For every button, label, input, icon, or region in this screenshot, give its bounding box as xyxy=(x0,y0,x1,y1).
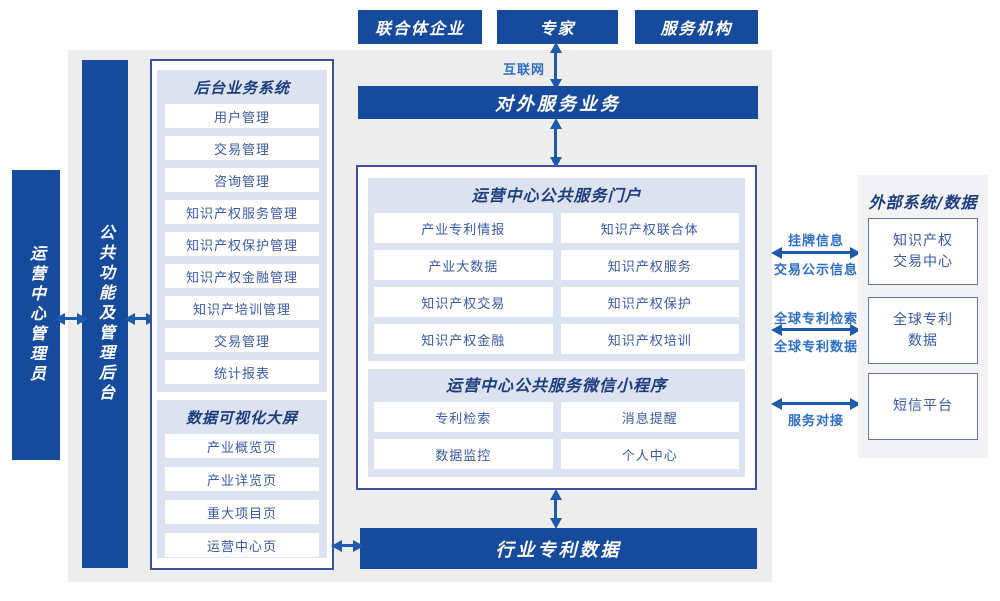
arrow-admin-management-icon xyxy=(64,317,78,320)
miniprogram-title: 运营中心公共服务微信小程序 xyxy=(445,376,667,395)
link-label-trade-publicity: 交易公示信息 xyxy=(773,263,858,278)
link-label-global-data: 全球专利数据 xyxy=(773,340,858,355)
external-systems-title: 外部系统/数据 xyxy=(868,193,978,212)
external-systems-panel: 外部系统/数据 知识产权 交易中心 全球专利 数据 短信平台 xyxy=(858,175,988,458)
data-visualization-section: 数据可视化大屏 产业概览页 产业详览页 重大项目页 运营中心页 xyxy=(157,400,327,558)
industry-data-bar: 行业专利数据 xyxy=(360,528,757,569)
miniprogram-item: 专利检索 xyxy=(374,402,553,432)
link-label-listing-info: 挂牌信息 xyxy=(787,234,844,249)
backend-item: 知识产权保护管理 xyxy=(165,232,319,256)
backend-item: 交易管理 xyxy=(165,328,319,352)
dashboard-item: 产业详览页 xyxy=(165,467,319,491)
miniprogram-item: 消息提醒 xyxy=(560,402,739,432)
admin-vertical-bar: 运营中心管理员 xyxy=(12,170,60,460)
portal-item: 知识产权服务 xyxy=(560,250,739,280)
management-vertical-bar: 公共功能及管理后台 xyxy=(82,60,128,568)
data-visualization-list: 产业概览页 产业详览页 重大项目页 运营中心页 xyxy=(157,434,327,557)
miniprogram-item: 个人中心 xyxy=(560,439,739,469)
backend-item: 交易管理 xyxy=(165,136,319,160)
link-label-service-connect: 服务对接 xyxy=(787,414,844,429)
backend-system-title: 后台业务系统 xyxy=(193,79,290,97)
arrow-portal-to-industry-icon xyxy=(554,499,557,519)
arrow-internet-icon xyxy=(554,52,557,80)
link-label-global-search: 全球专利检索 xyxy=(773,312,858,327)
external-service-bar: 对外服务业务 xyxy=(358,86,758,119)
portal-item: 知识产权交易 xyxy=(374,287,553,317)
backend-system-list: 用户管理 交易管理 咨询管理 知识产权服务管理 知识产权保护管理 知识产权金融管… xyxy=(157,104,327,384)
portal-item: 产业专利情报 xyxy=(374,213,553,243)
miniprogram-item: 数据监控 xyxy=(374,439,553,469)
dashboard-item: 运营中心页 xyxy=(165,533,319,557)
portal-item: 知识产权金融 xyxy=(374,324,553,354)
portal-item: 产业大数据 xyxy=(374,250,553,280)
external-system-trade-center: 知识产权 交易中心 xyxy=(868,218,978,285)
arrow-management-backend-icon xyxy=(134,317,147,320)
arrow-trade-center-icon xyxy=(781,251,851,254)
backend-item: 知识产权服务管理 xyxy=(165,200,319,224)
external-system-sms: 短信平台 xyxy=(868,373,978,440)
portal-grid: 产业专利情报 知识产权联合体 产业大数据 知识产权服务 知识产权交易 知识产权保… xyxy=(368,213,745,354)
miniprogram-section: 运营中心公共服务微信小程序 专利检索 消息提醒 数据监控 个人中心 xyxy=(368,369,745,477)
portal-item: 知识产权培训 xyxy=(560,324,739,354)
backend-item: 知识产权金融管理 xyxy=(165,264,319,288)
backend-system-section: 后台业务系统 用户管理 交易管理 咨询管理 知识产权服务管理 知识产权保护管理 … xyxy=(157,70,327,392)
actor-box-expert: 专家 xyxy=(497,10,618,44)
arrow-service-to-portal-icon xyxy=(554,128,557,158)
internet-label: 互联网 xyxy=(502,63,545,78)
portal-title: 运营中心公共服务门户 xyxy=(471,186,642,205)
backend-item: 统计报表 xyxy=(165,360,319,384)
external-system-global-patent: 全球专利 数据 xyxy=(868,297,978,364)
actor-box-consortium: 联合体企业 xyxy=(358,10,482,44)
backend-item: 知识产培训管理 xyxy=(165,296,319,320)
portal-item: 知识产权联合体 xyxy=(560,213,739,243)
portal-item: 知识产权保护 xyxy=(560,287,739,317)
arrow-sms-icon xyxy=(781,402,851,405)
backend-item: 咨询管理 xyxy=(165,168,319,192)
dashboard-item: 产业概览页 xyxy=(165,434,319,458)
arrow-global-patent-icon xyxy=(781,328,851,331)
miniprogram-grid: 专利检索 消息提醒 数据监控 个人中心 xyxy=(368,402,745,469)
actor-box-service-org: 服务机构 xyxy=(635,10,758,44)
portal-section: 运营中心公共服务门户 产业专利情报 知识产权联合体 产业大数据 知识产权服务 知… xyxy=(368,178,745,361)
arrow-panel-to-industry-icon xyxy=(341,544,354,547)
data-visualization-title: 数据可视化大屏 xyxy=(185,409,298,427)
backend-item: 用户管理 xyxy=(165,104,319,128)
dashboard-item: 重大项目页 xyxy=(165,500,319,524)
